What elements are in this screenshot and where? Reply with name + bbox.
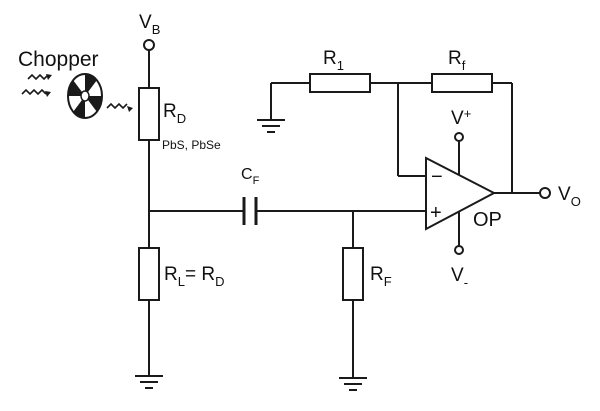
rf-upper-label-sub: f (462, 58, 466, 73)
r1-label-main: R (323, 48, 337, 69)
light-wave-to-detector-icon (106, 102, 133, 112)
chopper-wheel-icon (67, 73, 103, 119)
op-plus-sign: + (430, 202, 442, 224)
vplus-label-sub: + (464, 106, 472, 121)
rl-label-main: R (164, 264, 178, 285)
vplus-label: V+ (451, 106, 471, 129)
resistor-rf-upper (431, 73, 493, 93)
capacitor-cf (242, 197, 258, 225)
rl-label: RL= RD (164, 264, 224, 289)
resistor-rf-lower (342, 247, 364, 301)
rd-material-label: PbS, PbSe (162, 138, 221, 152)
light-wave-icon (21, 73, 52, 97)
ground-icon (135, 375, 163, 389)
vo-label: VO (558, 184, 581, 209)
op-minus-sign: − (431, 166, 443, 188)
vplus-label-main: V (451, 108, 464, 129)
r1-label: R1 (323, 48, 344, 73)
vminus-terminal (454, 245, 464, 255)
rd-label-main: R (163, 101, 177, 122)
vplus-terminal (454, 132, 464, 142)
cf-label: CF (241, 166, 260, 187)
vo-label-main: V (558, 184, 571, 205)
rl-label-sub: L (178, 274, 185, 289)
rl-label-suffix-sub: D (215, 274, 224, 289)
rf-lower-label-sub: F (384, 274, 392, 289)
resistor-rd (138, 87, 160, 141)
cf-label-main: C (241, 166, 253, 183)
vminus-label-sub: - (464, 275, 468, 290)
rd-label-sub: D (177, 111, 186, 126)
rf-upper-label-main: R (448, 48, 462, 69)
vb-label: VB (139, 12, 160, 37)
op-label: OP (473, 209, 502, 231)
rl-label-suffix: = R (185, 264, 215, 285)
vminus-label: V- (451, 265, 468, 290)
rf-lower-label: RF (370, 264, 392, 289)
op-amp (425, 156, 497, 231)
vb-label-main: V (139, 12, 152, 33)
vminus-label-main: V (451, 265, 464, 286)
vb-label-sub: B (152, 22, 161, 37)
resistor-r1 (309, 73, 371, 93)
rf-upper-label: Rf (448, 48, 466, 73)
ground-icon (339, 377, 367, 391)
rd-label: RD (163, 101, 186, 126)
r1-label-sub: 1 (337, 58, 344, 73)
vo-label-sub: O (571, 194, 581, 209)
ground-icon (257, 119, 285, 133)
cf-label-sub: F (253, 175, 260, 187)
vo-terminal (539, 187, 551, 199)
chopper-label: Chopper (18, 48, 99, 71)
vb-terminal (143, 39, 155, 51)
resistor-rl (138, 247, 160, 301)
rf-lower-label-main: R (370, 264, 384, 285)
